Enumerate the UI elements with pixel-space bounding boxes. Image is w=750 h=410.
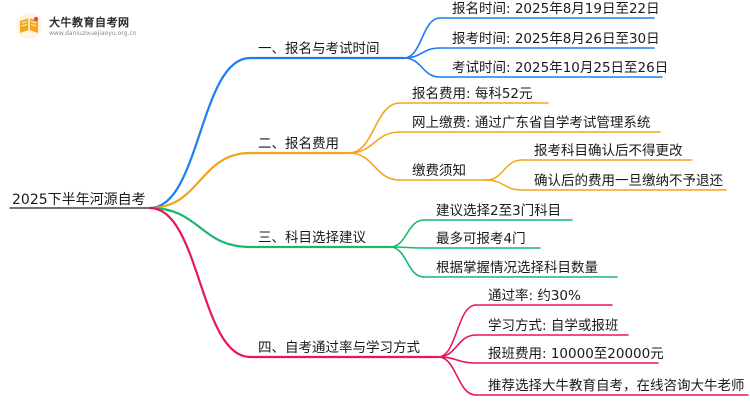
leaf-node-4-3: 报班费用: 10000至20000元 bbox=[488, 346, 664, 362]
leaf-node-3-1: 建议选择2至3门科目 bbox=[436, 203, 561, 219]
leaf-node-2-2: 网上缴费: 通过广东省自学考试管理系统 bbox=[412, 115, 650, 131]
branch-node-3: 三、科目选择建议 bbox=[258, 230, 366, 246]
leaf-connector-3-1 bbox=[389, 219, 425, 248]
branch-connector-2 bbox=[148, 151, 252, 210]
leaf-connector-4-2 bbox=[437, 334, 477, 358]
branch-connector-1 bbox=[148, 56, 252, 210]
leaf-connector-2-2 bbox=[348, 131, 401, 154]
connector-lines bbox=[9, 17, 749, 396]
subleaf-node-1: 报考科目确认后不得更改 bbox=[534, 142, 683, 159]
logo-url: www.daniuzixuejiaoyu.org.cn bbox=[49, 30, 137, 37]
branch-node-1: 一、报名与考试时间 bbox=[258, 41, 380, 57]
branch-connector-3 bbox=[148, 206, 252, 249]
subleaf-connector-1 bbox=[485, 159, 523, 181]
node-labels: 2025下半年河源自考 一、报名与考试时间 报名时间: 2025年8月19日至22日… bbox=[12, 1, 745, 394]
leaf-node-3-3: 根据掌握情况选择科目数量 bbox=[436, 260, 598, 276]
leaf-node-4-1: 通过率: 约30% bbox=[488, 287, 581, 304]
leaf-connector-4-4 bbox=[437, 356, 477, 396]
leaf-node-1-3: 考试时间: 2025年10月25日至26日 bbox=[452, 60, 668, 76]
leaf-node-4-2: 学习方式: 自学或报班 bbox=[488, 318, 618, 334]
logo-title: 大牛教育自考网 bbox=[49, 16, 130, 29]
book-logo-icon bbox=[16, 13, 42, 39]
branch-node-2: 二、报名费用 bbox=[258, 136, 339, 152]
subleaf-node-2: 确认后的费用一旦缴纳不予退还 bbox=[534, 173, 723, 189]
leaf-connector-4-1 bbox=[437, 304, 477, 358]
leaf-node-1-1: 报名时间: 2025年8月19日至22日 bbox=[452, 1, 660, 17]
leaf-connector-2-1 bbox=[348, 102, 401, 154]
leaf-node-3-2: 最多可报考4门 bbox=[436, 230, 526, 247]
leaf-node-1-2: 报考时间: 2025年8月26日至30日 bbox=[452, 31, 660, 47]
site-logo[interactable]: 大牛教育自考网 www.daniuzixuejiaoyu.org.cn bbox=[15, 8, 137, 48]
leaf-node-2-3: 缴费须知 bbox=[412, 162, 466, 179]
leaf-connector-3-3 bbox=[389, 246, 425, 278]
leaf-connector-2-3 bbox=[348, 152, 401, 181]
subleaf-connector-2 bbox=[485, 179, 523, 191]
branch-connector-4 bbox=[148, 206, 252, 359]
root-node: 2025下半年河源自考 bbox=[12, 192, 146, 208]
leaf-node-4-4: 推荐选择大牛教育自考，在线咨询大牛老师 bbox=[488, 378, 745, 394]
leaf-node-2-1: 报名费用: 每科52元 bbox=[412, 86, 533, 102]
branch-node-4: 四、自考通过率与学习方式 bbox=[258, 339, 420, 356]
leaf-connector-1-3 bbox=[403, 57, 441, 78]
leaf-connector-1-1 bbox=[403, 17, 441, 59]
